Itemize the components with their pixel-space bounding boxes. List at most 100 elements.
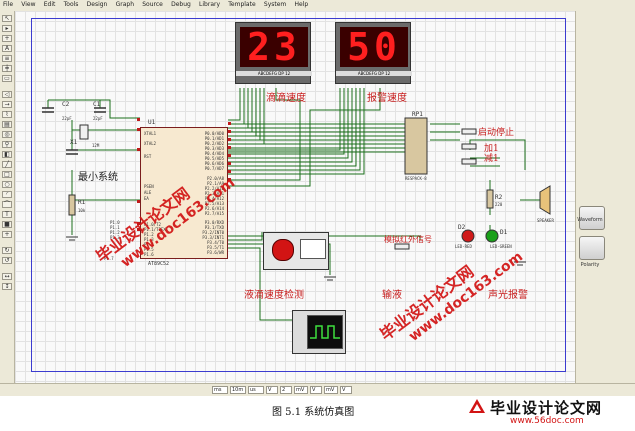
symbol-tool-icon[interactable]: ■ [2,221,12,228]
tool-strip: ↖ ▸ + A ≡ ╪ ▭ ◁ → ⌇ ▤ ◎ ⚲ ◧ ╱ □ ○ ◜ ⌒ T … [0,11,15,383]
d2-label: D2 [458,224,466,231]
graph-tool-icon[interactable]: ⌇ [2,111,12,118]
pin-tag-p12: P1.2 [110,230,120,235]
c2-label: C2 [62,101,70,108]
mirror-x-icon[interactable]: ↔ [2,273,12,280]
menu-file[interactable]: File [3,1,14,8]
resistor-r2[interactable] [486,189,494,209]
resistor-r1[interactable] [68,194,76,216]
component-tool-icon[interactable]: ▸ [2,25,12,32]
brand-name: 毕业设计论文网 [490,399,603,417]
pin-p01: P0.1/AD1 [204,136,224,141]
pin-ea: EA [144,196,149,201]
status-cell-3: us [248,386,264,394]
pin-p13: P1.3 [144,237,154,242]
pin-p32: P3.2/INT0 [202,230,224,235]
pin-xtal2: XTAL2 [144,141,157,146]
menu-library[interactable]: Library [199,1,221,8]
plus-button[interactable] [461,143,477,150]
marker-tool-icon[interactable]: + [2,231,12,238]
generator-tool-icon[interactable]: ◎ [2,131,12,138]
subcircuit-tool-icon[interactable]: ▭ [2,75,12,82]
line-tool-icon[interactable]: ╱ [2,161,12,168]
pin-p20: P2.0/A8 [207,176,224,181]
rotate-cw-icon[interactable]: ↻ [2,247,12,254]
r1-value: 10k [78,208,86,213]
r1-label: R1 [78,199,86,206]
status-cell-8: mV [324,386,338,394]
signal-generator[interactable] [263,232,329,270]
pin-p27: P2.7/A15 [204,211,224,216]
status-cell-1: ms [212,386,228,394]
crystal-x1[interactable] [79,124,89,140]
path-tool-icon[interactable]: ⌒ [2,201,12,208]
terminal-tool-icon[interactable]: ◁ [2,91,12,98]
box-tool-icon[interactable]: □ [2,171,12,178]
pin-tool-icon[interactable]: → [2,101,12,108]
select-tool-icon[interactable]: ↖ [2,15,12,22]
text2-tool-icon[interactable]: T [2,211,12,218]
tape-tool-icon[interactable]: ▤ [2,121,12,128]
r2-label: R2 [495,194,503,201]
menu-help[interactable]: Help [294,1,309,8]
start-stop-button[interactable] [461,128,477,135]
menu-graph[interactable]: Graph [115,1,134,8]
mirror-y-icon[interactable]: ↕ [2,283,12,290]
pin-p33: P3.3/INT1 [202,235,224,240]
menu-template[interactable]: Template [228,1,256,8]
text-tool-icon[interactable]: ≡ [2,55,12,62]
probe-tool-icon[interactable]: ⚲ [2,141,12,148]
bus-tool-icon[interactable]: ╪ [2,65,12,72]
display-right-digits: 50 [340,27,408,67]
brand-url[interactable]: www.56doc.com [510,416,584,426]
generator-wave-icon [300,239,326,259]
pin-tag-p11: P1.1 [110,225,120,230]
pin-p25: P2.5/A13 [204,201,224,206]
menu-debug[interactable]: Debug [171,1,191,8]
label-plus-1: 加1 [484,144,499,154]
c2-value: 22pF [62,116,72,121]
oscilloscope[interactable] [292,310,346,354]
pin-tag-p10: P1.0 [110,220,120,225]
rp1-label: RP1 [412,111,423,118]
polarity-label: Polarity [580,262,600,268]
menu-view[interactable]: View [21,1,36,8]
label-tool-icon[interactable]: A [2,45,12,52]
minus-button[interactable] [461,158,477,165]
label-minus-1: 减1 [484,154,499,164]
pin-tag-p13: P1.3 [110,235,120,240]
generator-knob-icon[interactable] [272,239,294,261]
chip-ref: U1 [148,119,156,126]
d2-value: LED-RED [455,244,472,249]
pin-p05: P0.5/AD5 [204,156,224,161]
ir-signal-button[interactable] [394,243,410,250]
pin-p06: P0.6/AD6 [204,161,224,166]
menu-system[interactable]: System [263,1,287,8]
label-start-stop: 启动停止 [478,128,515,138]
status-cell-5: 2 [280,386,292,394]
waveform-button[interactable] [579,206,605,230]
pin-p14: P1.4 [144,242,154,247]
menu-edit[interactable]: Edit [43,1,56,8]
instrument-tool-icon[interactable]: ◧ [2,151,12,158]
resistor-pack-rp1[interactable] [404,117,428,175]
arc-tool-icon[interactable]: ◜ [2,191,12,198]
rotate-ccw-icon[interactable]: ↺ [2,257,12,264]
circle-tool-icon[interactable]: ○ [2,181,12,188]
pin-rst: RST [144,154,152,159]
pin-xtal1: XTAL1 [144,131,157,136]
menu-source[interactable]: Source [142,1,163,8]
microcontroller-u1[interactable]: XTAL1 XTAL2 RST PSEN ALE EA P1.0/T2 P1.1… [140,127,228,259]
c1-label: C1 [93,101,101,108]
polarity-button[interactable] [579,236,605,260]
pin-p11: P1.1/T2EX [144,227,166,232]
menu-design[interactable]: Design [86,1,108,8]
r2-value: 220 [495,202,503,207]
x1-value: 12M [92,143,100,148]
pin-p15: P1.5 [144,247,154,252]
pin-p12: P1.2 [144,232,154,237]
menu-tools[interactable]: Tools [63,1,79,8]
led-green-d1 [485,229,499,243]
junction-tool-icon[interactable]: + [2,35,12,42]
